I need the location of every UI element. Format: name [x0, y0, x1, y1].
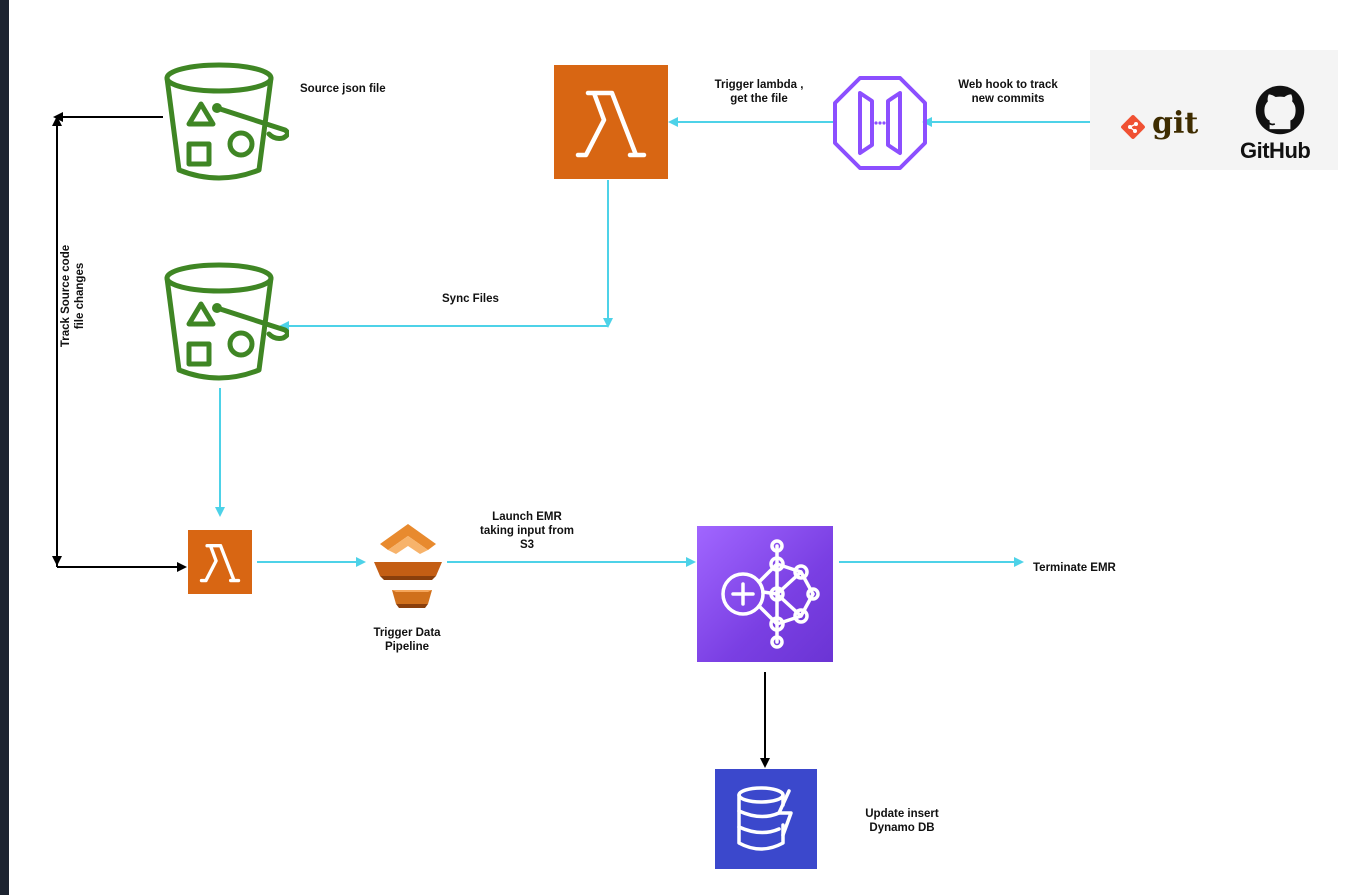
label-source-json: Source json file — [300, 83, 386, 95]
api-gateway-icon — [833, 76, 927, 170]
label-trigger-lambda: Trigger lambda , get the file — [714, 79, 804, 105]
emr-cluster — [697, 526, 833, 662]
git-wordmark: git — [1152, 106, 1199, 141]
edges-layer — [52, 112, 1090, 768]
lambda-icon — [199, 544, 241, 583]
source-control-panel: git GitHub — [1090, 50, 1338, 170]
lambda-bottom — [188, 530, 252, 594]
github-octocat-icon — [1255, 85, 1305, 135]
label-web-hook: Web hook to track new commits — [958, 79, 1058, 105]
architecture-diagram: git GitHub — [9, 0, 1358, 895]
s3-bucket-icon — [164, 262, 289, 381]
git-logo-icon — [1121, 115, 1145, 139]
label-track-source: Track Source code file changes — [60, 244, 86, 348]
api-gateway — [832, 75, 928, 171]
data-pipeline-icon — [374, 524, 442, 608]
label-launch-emr: Launch EMR taking input from S3 — [480, 511, 574, 551]
dynamodb-icon — [737, 786, 793, 851]
lambda-icon — [575, 90, 647, 158]
s3-bucket-icon — [164, 62, 289, 181]
label-terminate-emr: Terminate EMR — [1033, 562, 1116, 574]
source-bucket — [157, 58, 289, 188]
sync-bucket — [157, 258, 289, 388]
lambda-top — [554, 65, 668, 179]
label-trigger-pipeline: Trigger Data Pipeline — [373, 627, 441, 653]
data-pipeline — [370, 522, 446, 610]
emr-icon — [721, 539, 820, 649]
label-update-dynamo: Update insert Dynamo DB — [865, 808, 939, 834]
dynamodb-table — [715, 769, 817, 869]
github-wordmark: GitHub — [1240, 138, 1311, 163]
label-sync-files: Sync Files — [442, 293, 499, 305]
